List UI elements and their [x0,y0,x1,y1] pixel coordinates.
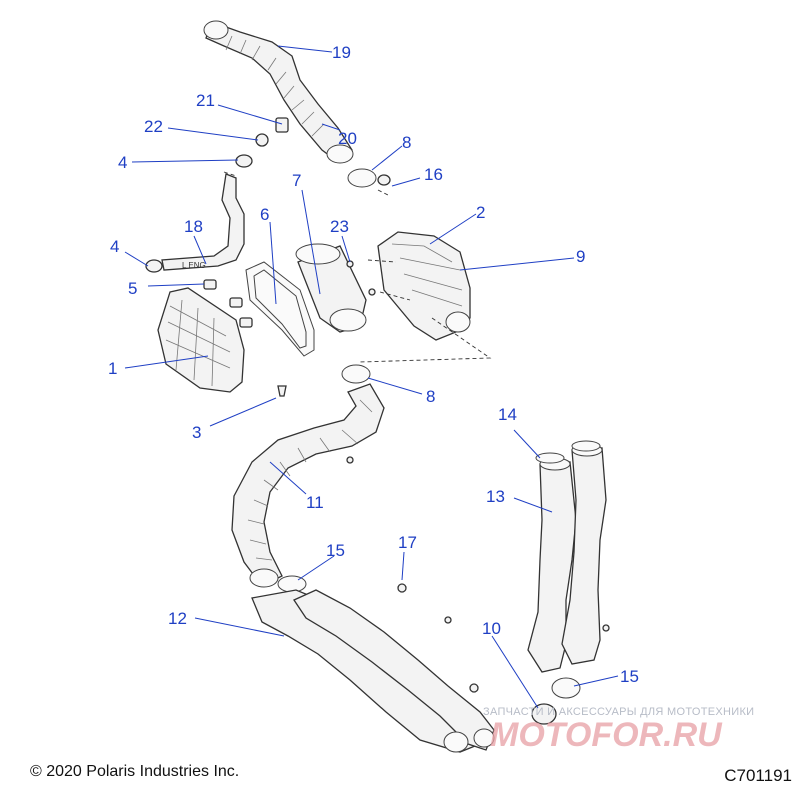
screw [277,385,287,397]
alignment-lines [223,171,492,363]
airbox-gasket [245,261,315,357]
twin-duct-clamps [535,440,601,464]
copyright-notice: © 2020 Polaris Industries Inc. [30,763,240,780]
airbox-housing [377,231,471,341]
push-rivets [346,456,610,693]
callout-8-lower: 8 [426,387,435,406]
callout-15-left: 15 [326,541,345,560]
callout-16: 16 [424,165,443,184]
callout-23: 23 [330,217,349,236]
grommet [377,174,391,186]
duct-clamp-upper [347,168,377,188]
intake-duct-lower [231,383,385,588]
hose-clamp-small-upper [235,154,253,168]
callout-15-right: 15 [620,667,639,686]
callout-3: 3 [192,423,201,442]
callout-9: 9 [576,247,585,266]
callout-22: 22 [144,117,163,136]
callout-7: 7 [292,171,301,190]
retaining-clips [203,279,253,328]
duct-clamp-lower [341,364,371,384]
callout-19: 19 [332,43,351,62]
callout-1: 1 [108,359,117,378]
callout-20: 20 [338,129,357,148]
callout-4-upper: 4 [118,153,127,172]
watermark-logo: MOTOFOR.RU [490,716,722,754]
callout-13: 13 [486,487,505,506]
callout-4-lower: 4 [110,237,119,256]
callout-2: 2 [476,203,485,222]
airbox-screws [346,260,376,296]
callout-5: 5 [128,279,137,298]
airbox-cover [157,287,245,393]
exhaust-duct-lower [251,589,495,753]
duct-adapter [531,703,557,725]
hose-marking: L ENG [182,261,206,270]
callout-12: 12 [168,609,187,628]
callout-14: 14 [498,405,517,424]
twin-outlet-ducts [527,443,607,673]
callout-11: 11 [306,493,324,512]
callout-labels: 19 21 22 4 20 8 16 2 7 6 18 23 9 4 5 1 3… [108,43,639,686]
callout-21: 21 [196,91,215,110]
callout-18: 18 [184,217,203,236]
duct-clamp-left [277,575,307,593]
breather-hose: L ENG [161,173,245,271]
callout-8-upper: 8 [402,133,411,152]
drawing-code: C701191 [724,766,792,785]
intake-duct-upper [203,20,354,164]
breather-fitting [255,117,289,147]
callout-10: 10 [482,619,501,638]
callout-17: 17 [398,533,417,552]
hose-clamp-small-lower [145,259,163,273]
watermark-text: ЗАПЧАСТИ И АКСЕССУАРЫ ДЛЯ МОТОТЕХНИКИ [483,706,755,718]
duct-clamp-right [551,677,581,699]
leader-lines [124,45,619,709]
callout-6: 6 [260,205,269,224]
